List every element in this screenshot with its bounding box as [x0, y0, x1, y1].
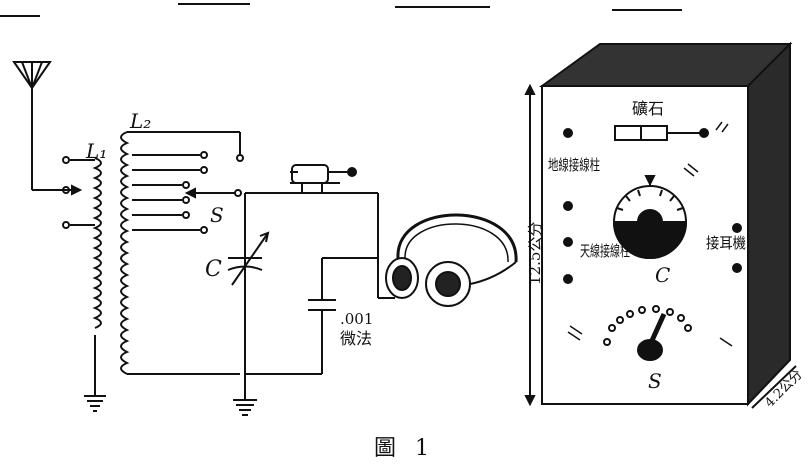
coil-l2 [120, 131, 244, 375]
coil-l1-label: L₁ [85, 139, 107, 163]
height-dimension: 12.5公分 [526, 222, 544, 285]
ground-binding-post[interactable] [563, 128, 573, 138]
fixed-capacitor [308, 257, 378, 374]
fixed-cap-value: .001 [340, 310, 373, 328]
earphone-jack-post[interactable] [732, 223, 742, 233]
tuning-dial[interactable] [612, 175, 688, 259]
selector-label: S [648, 369, 662, 393]
dial-label: C [655, 263, 670, 287]
coil-l2-label: L₂ [129, 109, 151, 133]
earphone-jack-post[interactable] [732, 263, 742, 273]
antenna-binding-post[interactable] [563, 274, 573, 284]
ground-symbol-left [84, 395, 106, 412]
variable-capacitor-c [227, 231, 270, 286]
headphones [385, 213, 518, 307]
ground-symbol-center [233, 399, 257, 416]
fixed-cap-unit: 微法 [340, 329, 372, 348]
crystal-holder [614, 125, 709, 141]
crystal-label: 礦石 [632, 99, 664, 118]
coil-l1 [62, 156, 102, 395]
antenna-binding-post[interactable] [563, 201, 573, 211]
capacitor-label: C [205, 257, 222, 282]
antenna-binding-post[interactable] [563, 237, 573, 247]
crystal-detector [290, 164, 357, 194]
antenna-symbol [12, 61, 83, 196]
panel-shading [567, 121, 733, 347]
earphone-label: 接耳機 [706, 234, 746, 252]
figure-caption: 圖 1 [374, 436, 435, 461]
antenna-post-label: 天線接線柱 [580, 242, 630, 260]
selector-knob[interactable] [603, 305, 692, 361]
switch-s [184, 187, 242, 199]
ground-post-label: 地線接線柱 [548, 156, 600, 174]
switch-label: S [210, 203, 224, 227]
